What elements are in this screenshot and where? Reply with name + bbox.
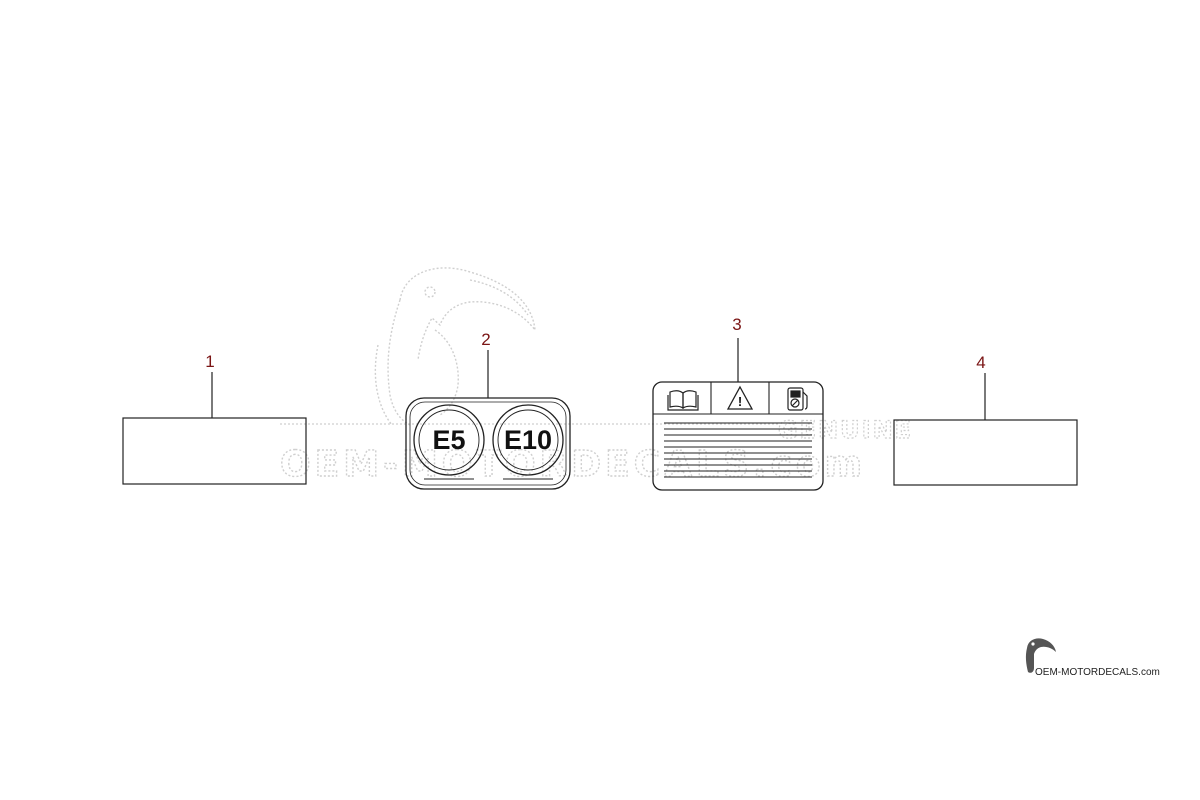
part-4[interactable]: 4	[893, 353, 1078, 486]
manual-book-icon	[667, 390, 699, 411]
blank-label-4	[893, 419, 1078, 486]
warning-triangle-icon: !	[726, 385, 754, 410]
part-3[interactable]: 3 !	[652, 315, 824, 491]
callout-number-1: 1	[205, 352, 214, 371]
e5-badge: E5	[413, 404, 485, 476]
callout-number-3: 3	[732, 315, 741, 334]
footer-logo-text: OEM-MOTORDECALS.com	[1035, 667, 1160, 678]
warning-text-lines	[664, 422, 812, 478]
callout-number-4: 4	[976, 353, 985, 372]
part-2[interactable]: 2 E5 E10	[405, 330, 571, 490]
e10-badge: E10	[492, 404, 564, 476]
fuel-label-inner-outline	[409, 401, 567, 486]
e10-label: E10	[504, 425, 552, 455]
e5-label: E5	[432, 425, 465, 455]
callout-number-2: 2	[481, 330, 490, 349]
watermark: OEM-MOTORDECALS.com GENUINE	[279, 267, 913, 486]
toucan-logo-icon	[1025, 638, 1056, 673]
blank-label-1	[122, 417, 307, 485]
warning-label-outline	[652, 381, 824, 491]
fuel-label-outline	[405, 397, 571, 490]
toucan-watermark-icon	[374, 267, 536, 426]
part-1[interactable]: 1	[122, 352, 307, 485]
watermark-genuine-text: GENUINE	[778, 416, 913, 444]
fuel-pump-icon	[787, 387, 808, 411]
footer-logo: OEM-MOTORDECALS.com	[1025, 638, 1160, 678]
warning-exclamation: !	[738, 394, 742, 409]
